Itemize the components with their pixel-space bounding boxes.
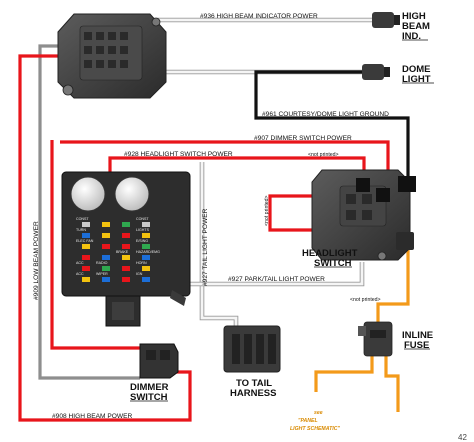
label-tail-harness-2: HARNESS	[230, 388, 276, 399]
label-dome-light-1: DOME	[402, 64, 431, 75]
label-high-beam-ind-2: BEAM	[402, 21, 430, 32]
label-see-1: see	[314, 410, 323, 416]
wire-908-high-beam	[18, 54, 192, 422]
flasher-left	[70, 176, 106, 212]
wire-927-tail-light	[200, 162, 238, 326]
fuse-label: HORN	[136, 261, 147, 265]
wire-label-927-park: #927 PARK/TAIL LIGHT POWER	[228, 276, 325, 283]
wire-928-headlight-power	[108, 156, 366, 188]
label-high-beam-ind-1: HIGH	[402, 11, 426, 22]
fuse-label: E/SING	[136, 239, 148, 243]
wire-907-dimmer-power	[60, 140, 390, 194]
wire-909-low-beam	[38, 44, 140, 380]
fuse-labels: CONST CONST TURN LIGHTS ELEC FAN E/SING BRAKE H…	[76, 217, 160, 276]
fuse-label: ACC	[76, 272, 84, 276]
wire-label-927-tail: #927 TAIL LIGHT POWER	[202, 208, 209, 286]
label-see-3: LIGHT SCHEMATIC"	[290, 426, 340, 432]
fuse-label: WIPER	[96, 272, 108, 276]
wire-961-dome-ground	[254, 70, 410, 186]
wire-label-907: #907 DIMMER SWITCH POWER	[254, 135, 352, 142]
headlight-switch	[311, 169, 416, 261]
dimmer-switch-body	[139, 343, 179, 379]
wire-red-side-loop	[268, 194, 318, 232]
flasher-right	[114, 176, 150, 212]
wire-label-not-printed-top: <not printed>	[308, 152, 339, 158]
fuse-label: HAZARD/EMG	[136, 250, 160, 254]
wire-labels: #936 HIGH BEAM INDICATOR POWER #961 COUR…	[33, 13, 389, 420]
top-left-connector-block	[57, 13, 167, 99]
label-dome-light-2: LIGHT	[402, 74, 431, 85]
wire-label-908: #908 HIGH BEAM POWER	[52, 413, 132, 420]
wire-label-961: #961 COURTESY/DOME LIGHT GROUND	[262, 111, 389, 118]
fuse-label: ELEC FAN	[76, 239, 94, 243]
fuse-label: CONST	[136, 217, 149, 221]
label-inline-fuse-1: INLINE	[402, 330, 433, 341]
fuse-panel: CONST CONST TURN LIGHTS ELEC FAN E/SING BRAKE H…	[61, 171, 191, 327]
high-beam-indicator-connector	[372, 12, 400, 28]
label-see-2: "PANEL	[298, 418, 318, 424]
wire-label-936: #936 HIGH BEAM INDICATOR POWER	[200, 13, 318, 20]
label-tail-harness-1: TO TAIL	[236, 378, 272, 389]
label-dimmer-switch-1: DIMMER	[130, 382, 169, 393]
wire-927-park-tail	[190, 262, 364, 286]
label-dimmer-switch-2: SWITCH	[130, 392, 168, 403]
wire-orange-headlight-to-fuse	[376, 244, 410, 326]
wire-908-panel-to-dimmer	[50, 140, 140, 350]
inline-fuse	[358, 321, 393, 357]
label-inline-fuse-2: FUSE	[404, 340, 429, 351]
label-headlight-switch-1: HEADLIGHT	[302, 248, 358, 259]
wire-label-not-printed-side: <not printed>	[264, 195, 270, 226]
fuse-label: LIGHTS	[136, 228, 150, 232]
wire-orange-fuse-out-1	[314, 354, 374, 392]
fuse-label: RADIO	[96, 261, 108, 265]
page-number: 42	[458, 433, 467, 442]
label-headlight-switch-2: SWITCH	[314, 258, 352, 269]
dimmer-switch	[139, 343, 179, 379]
fuse-label: BRAKE	[116, 250, 129, 254]
wire-label-909: #909 LOW BEAM POWER	[33, 221, 40, 300]
fuse-label: IGN	[136, 272, 143, 276]
tail-harness-connector	[223, 325, 281, 373]
dome-light-connector	[362, 64, 390, 80]
wire-orange-fuse-out-2	[384, 354, 400, 412]
fuse-label: ACC	[76, 261, 84, 265]
fuse-label: TURN	[76, 228, 86, 232]
wire-label-not-printed-orange: <not printed>	[350, 297, 381, 303]
wire-label-928: #928 HEADLIGHT SWITCH POWER	[124, 151, 233, 158]
fuse-slots	[82, 222, 150, 282]
inline-fuse-body	[363, 321, 393, 357]
label-high-beam-ind-3: IND.	[402, 31, 421, 42]
fuse-label: CONST	[76, 217, 89, 221]
component-labels: HIGH BEAM IND. DOME LIGHT HEADLIGHT SWIT…	[130, 11, 467, 442]
